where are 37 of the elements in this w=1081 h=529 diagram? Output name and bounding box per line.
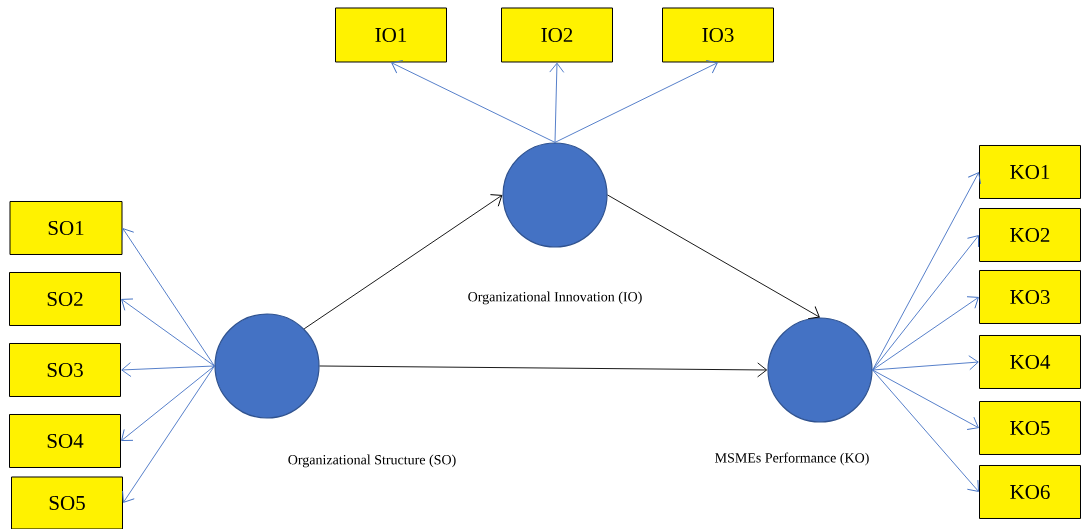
indicator-box: KO4	[979, 335, 1081, 389]
construct-label: Organizational Innovation (IO)	[468, 291, 642, 305]
arrow	[121, 298, 215, 367]
arrow	[872, 355, 979, 371]
indicator-box: KO6	[979, 465, 1081, 519]
indicator-box: SO3	[9, 343, 121, 397]
arrow	[607, 194, 820, 320]
arrow	[549, 62, 565, 143]
indicator-box: IO1	[335, 7, 447, 63]
arrow	[391, 60, 556, 143]
arrow	[121, 362, 215, 377]
arrow	[303, 194, 503, 330]
indicator-box: SO4	[9, 414, 121, 468]
arrow	[872, 235, 979, 371]
construct-circle	[214, 313, 320, 419]
arrow	[121, 228, 215, 367]
construct-label: MSMEs Performance (KO)	[715, 452, 869, 466]
indicator-box: KO1	[979, 145, 1081, 199]
indicator-box: SO1	[9, 201, 123, 255]
arrow	[872, 296, 979, 371]
arrow	[319, 362, 768, 378]
arrow	[872, 172, 981, 371]
construct-circle	[502, 142, 608, 248]
construct-circle	[767, 317, 873, 423]
indicator-box: IO3	[662, 7, 774, 63]
indicator-box: SO5	[11, 476, 123, 529]
indicator-box: IO2	[501, 7, 613, 63]
indicator-box: KO3	[979, 270, 1081, 324]
construct-label: Organizational Structure (SO)	[288, 454, 456, 468]
arrow	[554, 60, 718, 143]
indicator-box: KO2	[979, 208, 1081, 262]
arrow	[872, 369, 979, 430]
arrow	[121, 365, 215, 441]
arrow	[122, 365, 215, 503]
indicator-box: SO2	[9, 272, 121, 326]
indicator-box: KO5	[979, 401, 1081, 455]
arrow	[872, 369, 979, 492]
